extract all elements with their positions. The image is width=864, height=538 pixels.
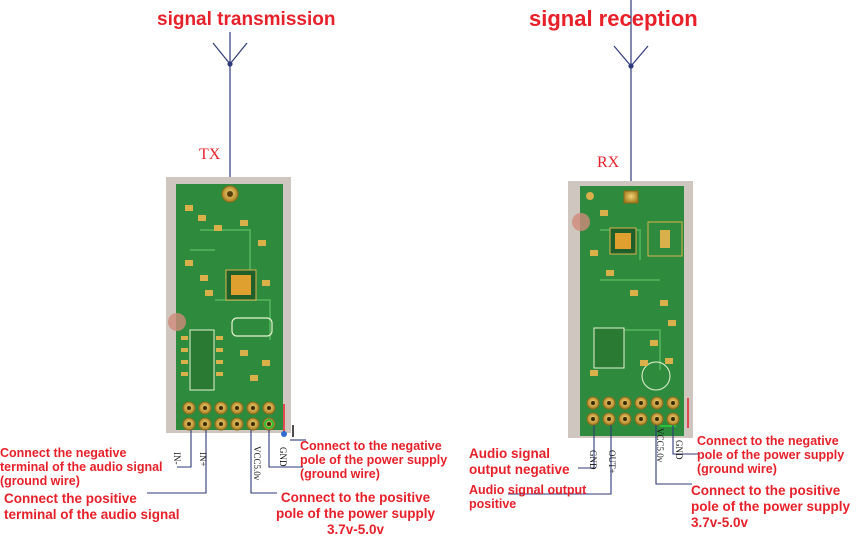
label-line: Connect the negative <box>0 446 127 460</box>
tx-wires <box>147 430 306 494</box>
label-line: 3.7v-5.0v <box>326 522 385 537</box>
label-line: pole of the power supply <box>300 453 448 467</box>
rx-pin-vcc: VCC5.0v <box>655 428 665 463</box>
tx-title: signal transmission <box>157 9 336 30</box>
label-line: pole of the power supply <box>276 506 436 521</box>
label-line: output negative <box>469 462 570 477</box>
tx-pin-vcc: VCC5.0v <box>252 446 262 481</box>
label-line: Connect to the positive <box>280 490 431 505</box>
label-line: positive <box>469 497 517 511</box>
label-line: Connect to the positive <box>691 483 841 498</box>
label-line: 3.7v-5.0v <box>691 515 749 530</box>
tx-power-positive-label: Connect to the positive pole of the powe… <box>276 490 435 538</box>
tx-pin-gnd: GND <box>278 447 288 467</box>
label-line: pole of the power supply <box>697 448 845 462</box>
tx-pin-in-minus: IN- <box>172 452 182 465</box>
rx-board-label: RX <box>597 154 620 171</box>
rx-pin-gnd-left: GND <box>588 450 598 470</box>
label-line: Connect the positive <box>4 491 137 506</box>
rx-title: signal reception <box>529 6 698 31</box>
tx-audio-positive-label: Connect the positive terminal of the aud… <box>4 491 180 523</box>
label-line: terminal of the audio signal <box>0 460 163 474</box>
rx-power-positive-label: Connect to the positive pole of the powe… <box>691 483 850 531</box>
label-line: pole of the power supply <box>691 499 851 514</box>
label-line: Connect to the negative <box>300 439 442 453</box>
label-line: (ground wire) <box>0 474 80 488</box>
rx-output-negative-label: Audio signal output negative <box>469 446 570 478</box>
rx-power-negative-label: Connect to the negative pole of the powe… <box>697 434 844 476</box>
rx-antenna <box>613 0 649 190</box>
tx-audio-negative-label: Connect the negative terminal of the aud… <box>0 446 163 488</box>
label-line: (ground wire) <box>300 467 380 481</box>
tx-pin-in-plus: IN+ <box>198 452 208 467</box>
rx-output-positive-label: Audio signal output positive <box>469 483 586 511</box>
label-line: Audio signal output <box>469 483 587 497</box>
rx-pin-gnd-right: GND <box>674 440 684 460</box>
rx-wires <box>508 425 698 495</box>
tx-board-label: TX <box>199 146 221 163</box>
tx-board <box>166 177 294 437</box>
label-line: Connect to the negative <box>697 434 839 448</box>
label-line: (ground wire) <box>697 462 777 476</box>
rx-board <box>568 181 693 438</box>
label-line: terminal of the audio signal <box>4 507 180 522</box>
tx-power-negative-label: Connect to the negative pole of the powe… <box>300 439 447 481</box>
rx-pin-out-plus: OUT+ <box>607 450 617 474</box>
tx-antenna <box>212 32 248 190</box>
label-line: Audio signal <box>469 446 550 461</box>
